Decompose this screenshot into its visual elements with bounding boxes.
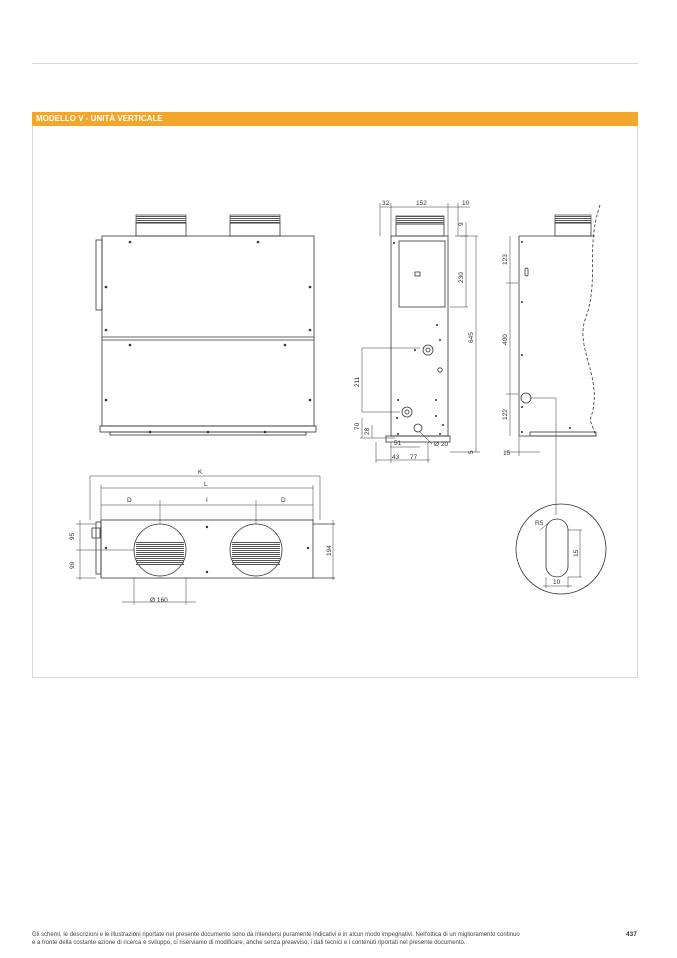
plan-view [76,475,335,605]
plan-body [100,519,314,579]
dim-230: 230 [458,272,465,283]
dim-123: 123 [502,254,509,265]
front-spigot-left [135,222,187,237]
dim-122: 122 [502,409,509,420]
dim-dia160: Ø 160 [150,597,168,604]
dim-32: 32 [382,200,390,207]
dim-dia20: Ø 20 [434,441,448,448]
side-panel-window [398,240,446,308]
dim-194: 194 [326,545,333,556]
front-body [101,235,315,427]
section-header: MODELLO V - UNITÀ VERTICALE [32,112,638,126]
disclaimer-line-1: Gli schemi, le descrizioni e le illustra… [32,932,520,938]
front-grille-right [229,214,281,224]
front-grille-left [135,214,187,224]
dim-5: 5 [468,450,475,454]
disclaimer-text: Gli schemi, le descrizioni e le illustra… [32,931,617,947]
disclaimer-line-2: e a fronte della costante azione di rice… [32,940,466,946]
dim-645: 645 [468,332,475,343]
dim-L: L [204,481,208,488]
front-side-panel [95,239,103,311]
dim-D-left: D [127,497,132,504]
dim-15-detail: 15 [573,549,580,557]
top-rule [32,63,639,64]
rear-dimension-labels: 123 400 122 15 [502,254,511,457]
front-spigot-right [229,222,281,237]
dim-51: 51 [394,440,402,447]
dim-K: K [198,469,203,476]
dim-10: 10 [462,200,470,207]
detail-labels: R5 15 10 [535,520,580,586]
dim-I: I [206,497,208,504]
dim-211: 211 [354,376,361,387]
slot-detail [515,503,607,595]
dim-70: 70 [354,422,361,430]
dim-28: 28 [364,427,371,435]
dim-r5: R5 [535,520,544,527]
rear-view [505,204,601,515]
dim-152: 152 [416,200,427,207]
side-view [360,203,480,463]
plan-dimension-labels: K L D I D 95 99 194 Ø 160 [69,469,333,604]
dim-400: 400 [502,334,509,345]
dim-43: 43 [392,454,400,461]
side-dimension-labels: 32 152 10 9 230 645 211 70 28 51 Ø 20 43… [354,200,475,461]
dim-77: 77 [410,454,418,461]
dim-99: 99 [69,561,76,569]
front-screws [104,240,312,434]
dim-15-rear: 15 [503,450,511,457]
dim-D-right: D [281,497,286,504]
dim-95: 95 [69,532,76,540]
dim-10-detail: 10 [553,579,561,586]
front-view [95,214,317,436]
side-body [390,235,449,437]
dim-9: 9 [458,222,465,226]
page-number: 437 [626,931,637,938]
